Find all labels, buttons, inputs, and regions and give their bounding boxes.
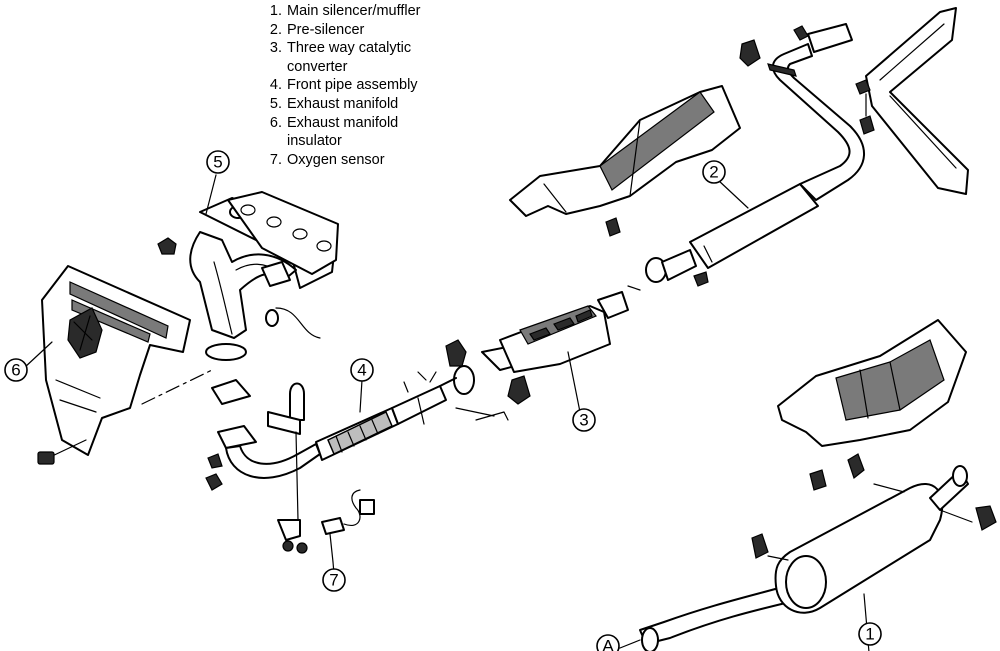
callout-7: 7 xyxy=(322,568,346,592)
legend-number: 3. xyxy=(269,40,282,57)
parts-legend: 1. Main silencer/muffler 2. Pre-silencer 3… xyxy=(258,2,477,169)
heat-shield-rear xyxy=(777,319,967,491)
legend-text: Exhaust manifold insulator xyxy=(287,114,399,150)
callout-6: 6 xyxy=(4,358,28,382)
legend-text: Oxygen sensor xyxy=(287,151,385,168)
catalytic-converter xyxy=(481,285,641,373)
legend-item: 3. Three way catalytic converter xyxy=(258,39,477,76)
legend-item: 1. Main silencer/muffler xyxy=(258,2,477,21)
legend-text: Main silencer/muffler xyxy=(287,3,421,19)
oxygen-sensor xyxy=(321,489,375,563)
callout-6-label: 6 xyxy=(11,361,20,380)
callout-a-label: A xyxy=(602,637,614,651)
callout-1: 1 xyxy=(858,622,882,646)
callout-1-label: 1 xyxy=(865,625,874,644)
legend-number: 4. xyxy=(269,77,282,94)
legend-number: 6. xyxy=(269,114,282,131)
legend-item: 7. Oxygen sensor xyxy=(258,151,477,170)
legend-number: 2. xyxy=(269,21,282,38)
callout-2: 2 xyxy=(702,160,726,184)
insulator-bolt xyxy=(37,439,87,465)
legend-number: 7. xyxy=(269,151,282,168)
pre-silencer xyxy=(645,23,865,287)
legend-item: 5. Exhaust manifold xyxy=(258,95,477,114)
front-pipe-assembly xyxy=(211,365,495,479)
manifold-gasket xyxy=(227,191,339,275)
legend-text: Three way catalytic converter xyxy=(287,40,412,75)
callout-3-label: 3 xyxy=(579,411,588,430)
callout-7-label: 7 xyxy=(329,571,338,590)
rear-bracket xyxy=(855,7,969,195)
callout-3: 3 xyxy=(572,408,596,432)
legend-number: 1. xyxy=(269,3,282,19)
pipe-bracket xyxy=(267,382,308,554)
rubber-hangers xyxy=(429,39,997,559)
legend-item: 4. Front pipe assembly xyxy=(258,76,477,95)
callout-5: 5 xyxy=(206,150,230,174)
legend-item: 6. Exhaust manifold insulator xyxy=(258,114,477,151)
legend-number: 5. xyxy=(269,95,282,112)
legend-text: Pre-silencer xyxy=(287,21,365,38)
callout-a: A xyxy=(596,634,620,651)
heat-shield-center xyxy=(509,85,741,237)
callout-4: 4 xyxy=(350,358,374,382)
callout-2-label: 2 xyxy=(709,163,718,182)
main-silencer-muffler xyxy=(639,465,973,651)
callout-5-label: 5 xyxy=(213,153,222,172)
exhaust-manifold-insulator xyxy=(41,265,191,456)
legend-text: Front pipe assembly xyxy=(287,77,418,94)
manifold-stud-nuts xyxy=(205,453,223,491)
legend-text: Exhaust manifold xyxy=(287,95,399,112)
legend-item: 2. Pre-silencer xyxy=(258,21,477,40)
callout-4-label: 4 xyxy=(357,361,366,380)
